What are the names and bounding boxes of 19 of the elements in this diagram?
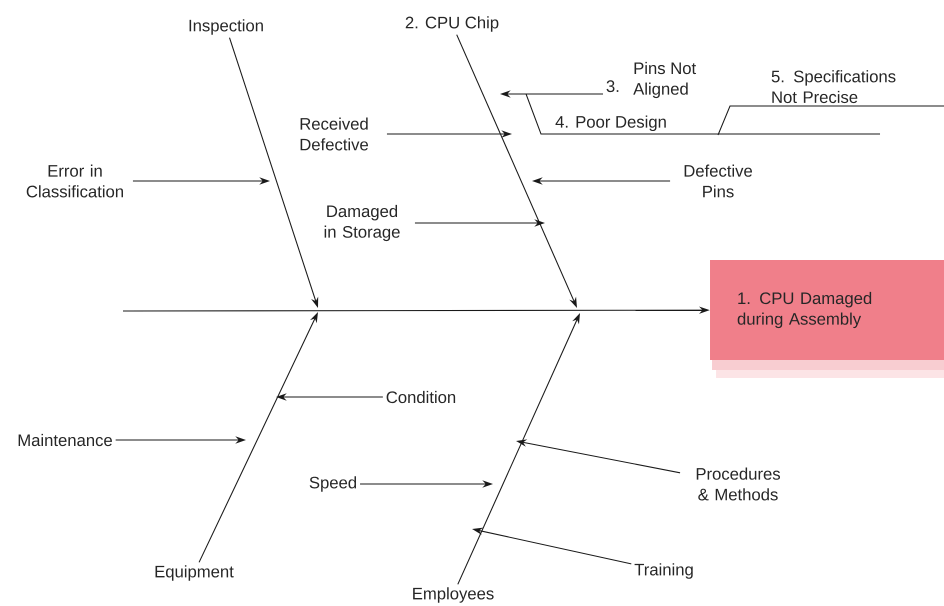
effect-box: 1. CPU Damaged during Assembly: [710, 260, 944, 378]
cause-label: Condition: [386, 390, 456, 404]
cause-label: Damaged in Storage: [324, 204, 400, 242]
cause-label: 5. Specifications Not Precise: [772, 70, 896, 104]
cause-label: Training: [634, 563, 693, 579]
cause-line: [526, 94, 880, 135]
cause-label: Error in Classification: [26, 164, 123, 198]
cause-label: Defective Pins: [684, 164, 752, 198]
bone-label: Equipment: [156, 565, 234, 581]
bone-label: 2. CPU Chip: [406, 16, 498, 32]
cause-label: Maintenance: [18, 434, 112, 446]
cause-line: [718, 105, 944, 136]
cause-label: Received Defective: [300, 118, 368, 150]
cause-label: Speed: [310, 476, 356, 492]
cause-label: 3. Pins Not Aligned: [606, 62, 696, 98]
cause-label: 4. Poor Design: [556, 116, 666, 132]
cause-label: Procedures & Methods: [696, 468, 780, 500]
bone-label: Employees: [413, 587, 494, 603]
bone-label: Inspection: [190, 19, 263, 35]
